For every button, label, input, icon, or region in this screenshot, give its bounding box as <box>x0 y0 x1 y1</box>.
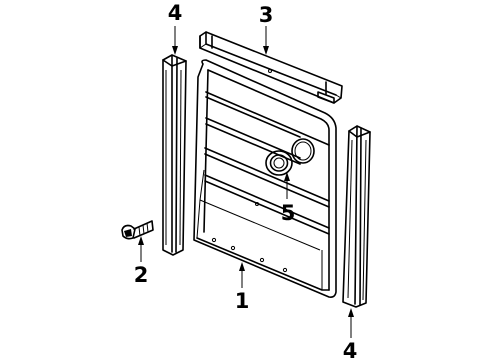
callout-1-door-panel: 1 <box>235 289 250 313</box>
leader-lines <box>138 26 354 338</box>
bolt <box>121 220 154 240</box>
callout-5-grommet: 5 <box>281 201 296 225</box>
upper-rail <box>199 31 343 104</box>
callout-4-right-weatherstrip: 4 <box>343 339 358 360</box>
left-weatherstrip <box>162 54 187 256</box>
right-weatherstrip <box>342 125 371 308</box>
callout-3-upper-rail: 3 <box>259 3 274 27</box>
callout-2-bolt: 2 <box>134 263 149 287</box>
door-panel <box>193 59 337 298</box>
grommet <box>265 150 293 176</box>
callout-4-left-weatherstrip: 4 <box>168 1 183 25</box>
